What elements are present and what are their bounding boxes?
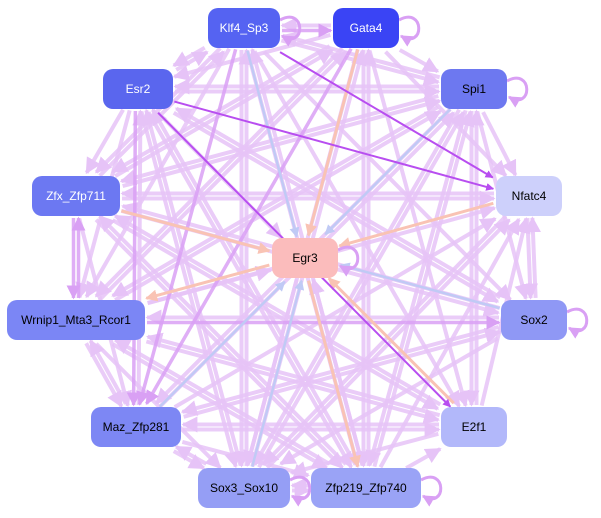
node-sox3[interactable]: Sox3_Sox10	[198, 468, 290, 508]
edge-zfp219-to-esr2	[151, 108, 358, 466]
edge-gata4-to-egr3	[305, 48, 360, 237]
edge-e2f1-to-egr3	[327, 277, 455, 405]
edge-gata4-to-maz	[144, 47, 353, 405]
edge-sox2-to-maz	[180, 325, 499, 416]
node-box-zfx[interactable]	[32, 176, 120, 216]
edge-sox3-to-maz	[174, 445, 208, 466]
node-wrnip1[interactable]: Wrnip1_Mta3_Rcor1	[7, 300, 145, 340]
edge-egr3-to-wrnip1	[145, 263, 270, 302]
node-box-e2f1[interactable]	[441, 407, 507, 447]
node-label-nfatc4: Nfatc4	[512, 189, 547, 203]
edge-zfp219-to-zfx	[98, 214, 348, 466]
node-box-wrnip1[interactable]	[7, 300, 145, 340]
self-loop-klf4	[279, 15, 302, 47]
node-zfp219[interactable]: Zfp219_Zfp740	[311, 468, 421, 508]
node-box-gata4[interactable]	[333, 8, 399, 48]
node-box-sox2[interactable]	[501, 300, 567, 340]
edge-sox2-to-nfatc4	[524, 216, 541, 298]
node-label-wrnip1: Wrnip1_Mta3_Rcor1	[21, 313, 131, 327]
edge-zfp219-to-nfatc4	[378, 217, 521, 469]
node-egr3[interactable]: Egr3	[272, 238, 338, 278]
edge-zfp219-to-spi1	[372, 110, 475, 468]
node-label-klf4: Klf4_Sp3	[220, 21, 269, 35]
node-box-klf4[interactable]	[208, 8, 280, 48]
edge-zfx-to-e2f1	[111, 218, 440, 411]
node-label-zfp219: Zfp219_Zfp740	[325, 481, 407, 495]
edge-esr2-to-zfx	[84, 108, 125, 175]
node-box-spi1[interactable]	[441, 69, 507, 109]
node-box-nfatc4[interactable]	[496, 176, 562, 216]
edge-klf4-to-egr3	[246, 50, 300, 238]
node-box-sox3[interactable]	[198, 468, 290, 508]
edge-klf4-to-nfatc4	[279, 51, 494, 179]
self-loop-egr3	[337, 245, 360, 277]
edge-klf4-to-esr2	[172, 45, 206, 68]
node-label-e2f1: E2f1	[462, 420, 487, 434]
node-klf4[interactable]: Klf4_Sp3	[208, 8, 280, 48]
self-loop-sox2	[566, 307, 589, 339]
edge-egr3-to-zfp219	[306, 280, 361, 468]
node-label-esr2: Esr2	[126, 82, 151, 96]
edge-e2f1-to-zfx	[113, 214, 442, 407]
node-label-maz: Maz_Zfp281	[103, 420, 170, 434]
node-label-sox3: Sox3_Sox10	[210, 481, 278, 495]
edge-spi1-to-zfx	[119, 94, 439, 186]
node-box-zfp219[interactable]	[311, 468, 421, 508]
edge-maz-to-nfatc4	[173, 217, 497, 409]
edge-nfatc4-to-egr3	[338, 201, 494, 249]
node-esr2[interactable]: Esr2	[103, 69, 173, 109]
edge-maz-to-egr3	[158, 280, 286, 408]
node-label-sox2: Sox2	[520, 313, 548, 327]
edge-spi1-to-wrnip1	[111, 105, 439, 298]
edge-esr2-to-maz	[126, 110, 141, 407]
edge-wrnip1-to-spi1	[114, 109, 442, 302]
edge-spi1-to-egr3	[324, 108, 452, 236]
edge-esr2-to-nfatc4	[174, 100, 495, 191]
edge-spi1-to-nfatc4	[481, 111, 518, 177]
edge-zfx-to-gata4	[114, 48, 334, 178]
edge-sox2-to-egr3	[339, 262, 500, 310]
node-maz[interactable]: Maz_Zfp281	[91, 407, 181, 447]
self-loop-gata4	[398, 15, 421, 47]
node-zfx[interactable]: Zfx_Zfp711	[32, 176, 120, 216]
self-loop-sox3	[289, 475, 312, 507]
node-label-egr3: Egr3	[292, 251, 318, 265]
edge-maz-to-wrnip1	[88, 339, 128, 405]
edge-sox3-to-egr3	[251, 279, 305, 467]
node-box-maz[interactable]	[91, 407, 181, 447]
self-loop-spi1	[506, 76, 529, 108]
node-sox2[interactable]: Sox2	[501, 300, 567, 340]
node-label-spi1: Spi1	[462, 82, 486, 96]
edge-sox2-to-esr2	[174, 106, 502, 300]
edge-e2f1-to-sox3	[289, 431, 439, 477]
node-box-egr3[interactable]	[272, 238, 338, 278]
node-spi1[interactable]: Spi1	[441, 69, 507, 109]
edge-nfatc4-to-sox2	[522, 218, 539, 300]
edges-layer	[66, 17, 541, 499]
node-label-gata4: Gata4	[350, 21, 383, 35]
node-e2f1[interactable]: E2f1	[441, 407, 507, 447]
edge-sox3-to-esr2	[142, 108, 243, 466]
node-gata4[interactable]: Gata4	[333, 8, 399, 48]
edge-egr3-to-sox3	[243, 278, 299, 467]
edge-zfx-to-egr3	[120, 209, 271, 254]
edge-klf4-to-maz	[136, 48, 238, 406]
node-label-zfx: Zfx_Zfp711	[46, 189, 106, 203]
edge-zfp219-to-e2f1	[405, 447, 442, 470]
node-nfatc4[interactable]: Nfatc4	[496, 176, 562, 216]
edge-esr2-to-sox2	[172, 111, 500, 304]
node-box-esr2[interactable]	[103, 69, 173, 109]
self-loops-layer	[279, 15, 589, 507]
self-loop-zfp219	[420, 475, 443, 507]
edge-gata4-to-spi1	[398, 48, 440, 74]
